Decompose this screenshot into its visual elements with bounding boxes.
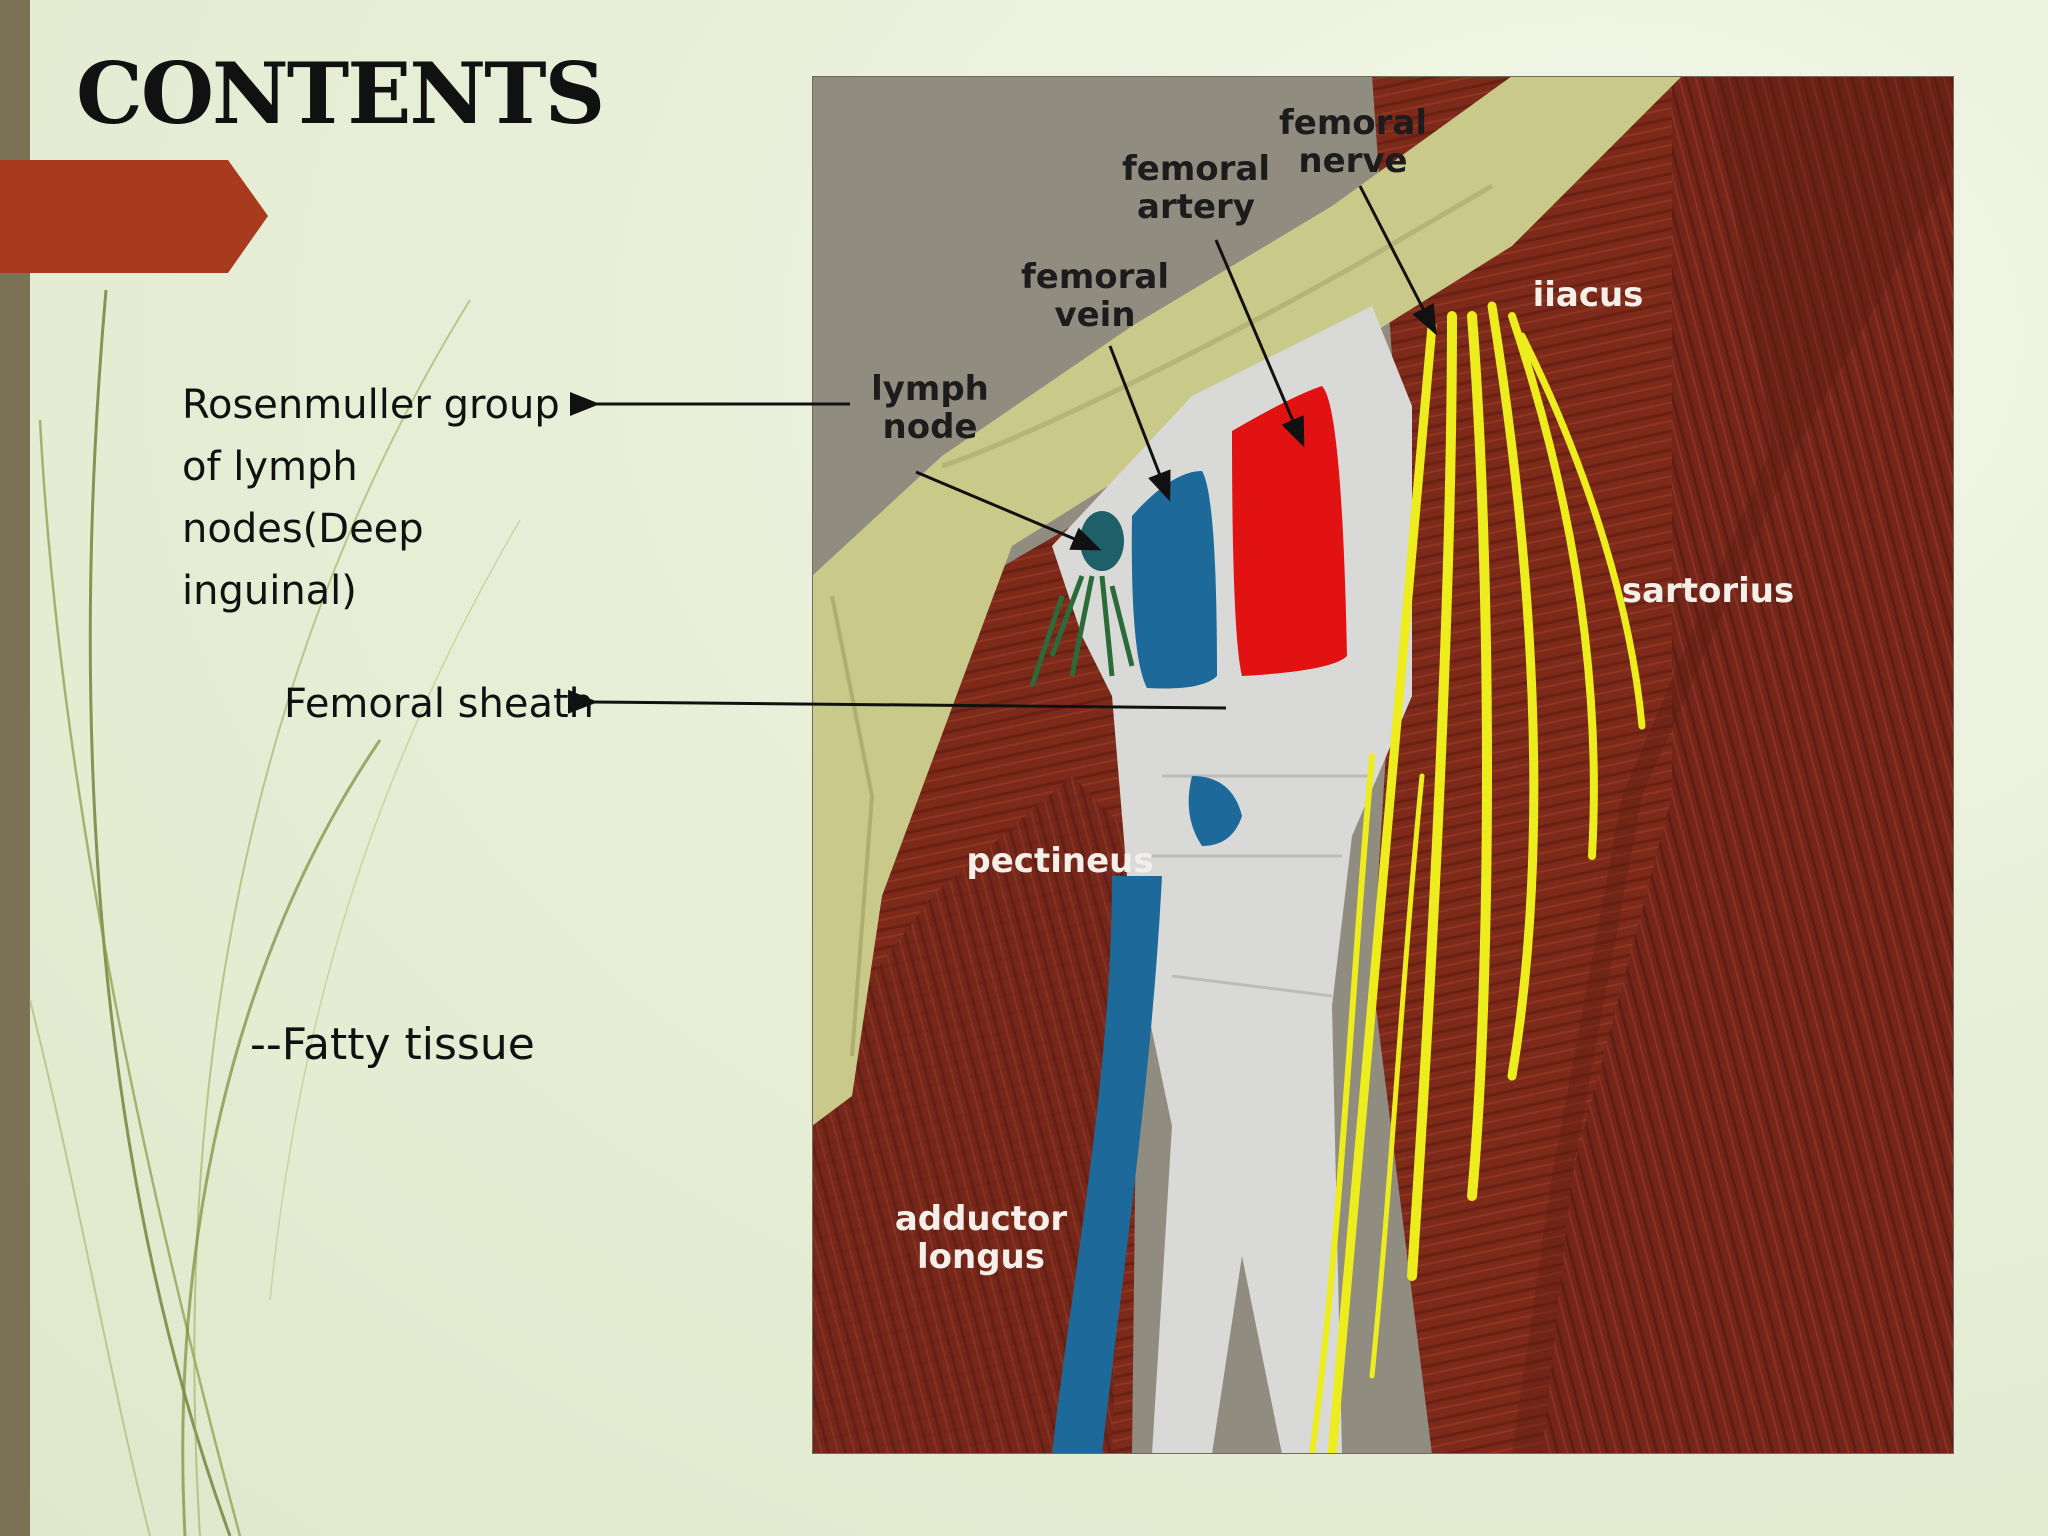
femoral-sheath-label: Femoral sheath [284, 681, 594, 727]
adductor-longus-label: adductor longus [894, 1199, 1068, 1277]
lymph-node [1080, 511, 1124, 571]
sartorius-muscle [1542, 76, 1954, 1454]
femoral-nerve-label: femoral nerve [1278, 103, 1427, 181]
femoral-artery-label: femoral artery [1121, 149, 1270, 227]
pectineus-label: pectineus [966, 841, 1154, 881]
femoral-vein-label: femoral vein [1020, 257, 1169, 335]
sartorius-label: sartorius [1621, 571, 1795, 611]
femoral-nerve [1309, 301, 1646, 1454]
rosenmuller-label: Rosenmuller group of lymph nodes(Deep in… [182, 382, 560, 614]
great-saphenous-vein [1052, 876, 1162, 1454]
adductor-longus-muscle [812, 776, 1132, 1454]
accent-banner [0, 160, 268, 273]
femoral-vein [1131, 471, 1217, 689]
fatty-tissue-label: --Fatty tissue [250, 1019, 535, 1070]
lymphatic-vessels [1029, 575, 1135, 687]
saphenous-opening [1188, 776, 1242, 846]
lymph-node-label: lymph node [871, 369, 989, 447]
iliacus-label: iiacus [1532, 275, 1644, 315]
femoral-artery [1232, 386, 1347, 676]
slide-title: CONTENTS [76, 44, 605, 143]
